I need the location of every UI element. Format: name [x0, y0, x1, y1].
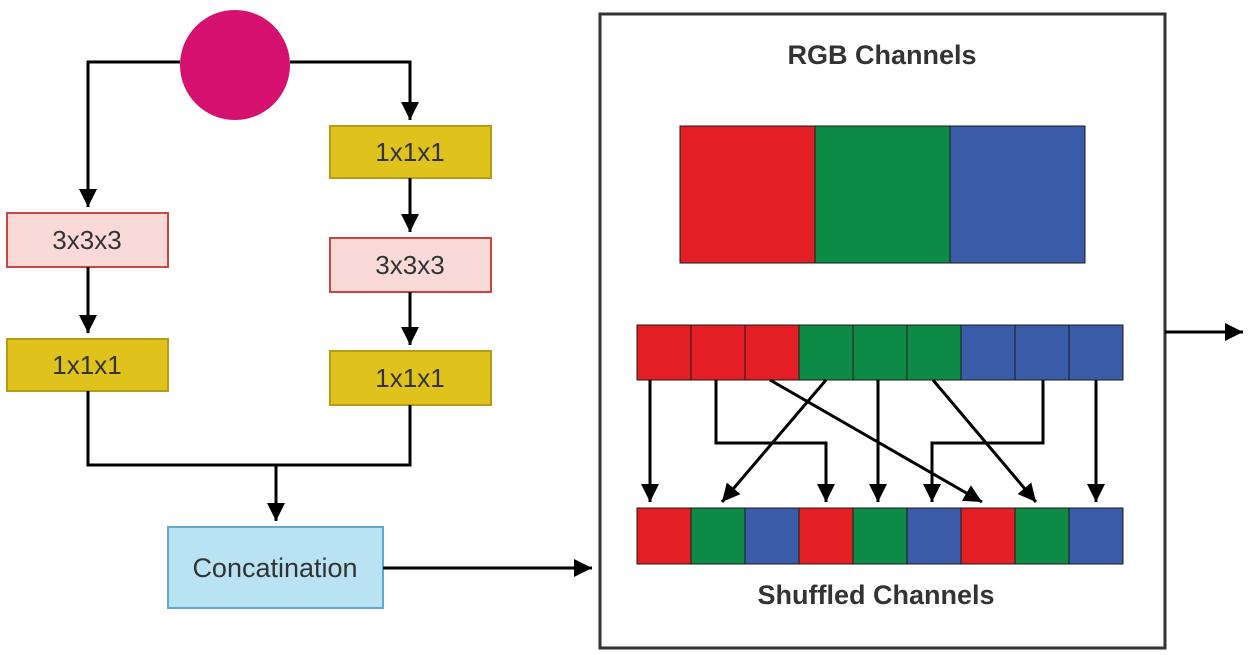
split-wire-left: [79, 60, 180, 207]
shuffle-wire-5: [769, 378, 983, 504]
grouped-channel-blue-7: [960, 324, 1016, 381]
split-wire-right: [290, 60, 419, 120]
right-conv-1x1x1-top-label: 1x1x1: [375, 137, 444, 167]
left-conv-3x3x3-label: 3x3x3: [52, 225, 121, 255]
grouped-channel-green-6: [906, 324, 962, 381]
shuffled-channel-green-2: [690, 507, 746, 565]
input-node: [180, 10, 290, 120]
shuffled-channels-row: [636, 507, 1124, 565]
grouped-channel-red-3: [744, 324, 800, 381]
left-conv-3x3x3-block: [6, 212, 169, 268]
shuffled-channel-green-5: [852, 507, 908, 565]
grouped-channel-blue-9: [1068, 324, 1124, 381]
shuffled-channels-title: Shuffled Channels: [757, 580, 994, 610]
right-conv-1x1x1-bottom-label: 1x1x1: [375, 363, 444, 393]
shuffle-wire-3: [714, 380, 835, 502]
right-conv-3x3x3-block: [329, 237, 492, 293]
shuffled-channel-red-7: [960, 507, 1016, 565]
rgb-channels-title: RGB Channels: [787, 40, 976, 70]
shuffled-channel-blue-6: [906, 507, 962, 565]
grouped-channel-green-4: [798, 324, 854, 381]
shuffle-wire-2: [720, 379, 828, 503]
rgb-channel-red-1: [679, 125, 816, 264]
shuffled-channel-red-4: [798, 507, 854, 565]
right-branch: 1x1x1 3x3x3 1x1x1: [329, 125, 492, 406]
conv-module: 3x3x3 1x1x1 1x1x1 3x3x3 1x1x1 Concatinat…: [6, 10, 592, 609]
shuffle-panel: RGB Channels Shuffled Channels: [598, 12, 1243, 650]
grouped-channel-red-1: [636, 324, 692, 381]
grouped-channels-row: [636, 324, 1124, 381]
rgb-channel-blue-3: [949, 125, 1086, 264]
shuffle-wires: [641, 378, 1105, 504]
right-conv-3x3x3-label: 3x3x3: [375, 250, 444, 280]
grouped-channel-red-2: [690, 324, 746, 381]
left-conv-1x1x1-block: [6, 338, 169, 392]
left-conv-1x1x1-label: 1x1x1: [52, 350, 121, 380]
rgb-channel-green-2: [814, 125, 951, 264]
shuffled-channel-green-8: [1014, 507, 1070, 565]
concatenation-label: Concatination: [192, 553, 357, 583]
shuffled-channel-blue-3: [744, 507, 800, 565]
shuffled-channel-red-1: [636, 507, 692, 565]
concatenation-block: [167, 526, 384, 609]
left-branch: 3x3x3 1x1x1: [6, 212, 169, 392]
grouped-channel-green-5: [852, 324, 908, 381]
grouped-channel-blue-8: [1014, 324, 1070, 381]
shuffled-channel-blue-9: [1068, 507, 1124, 565]
merge-wire: [86, 391, 412, 467]
rgb-channels-row: [679, 125, 1086, 264]
shuffle-wire-7: [931, 379, 1038, 503]
